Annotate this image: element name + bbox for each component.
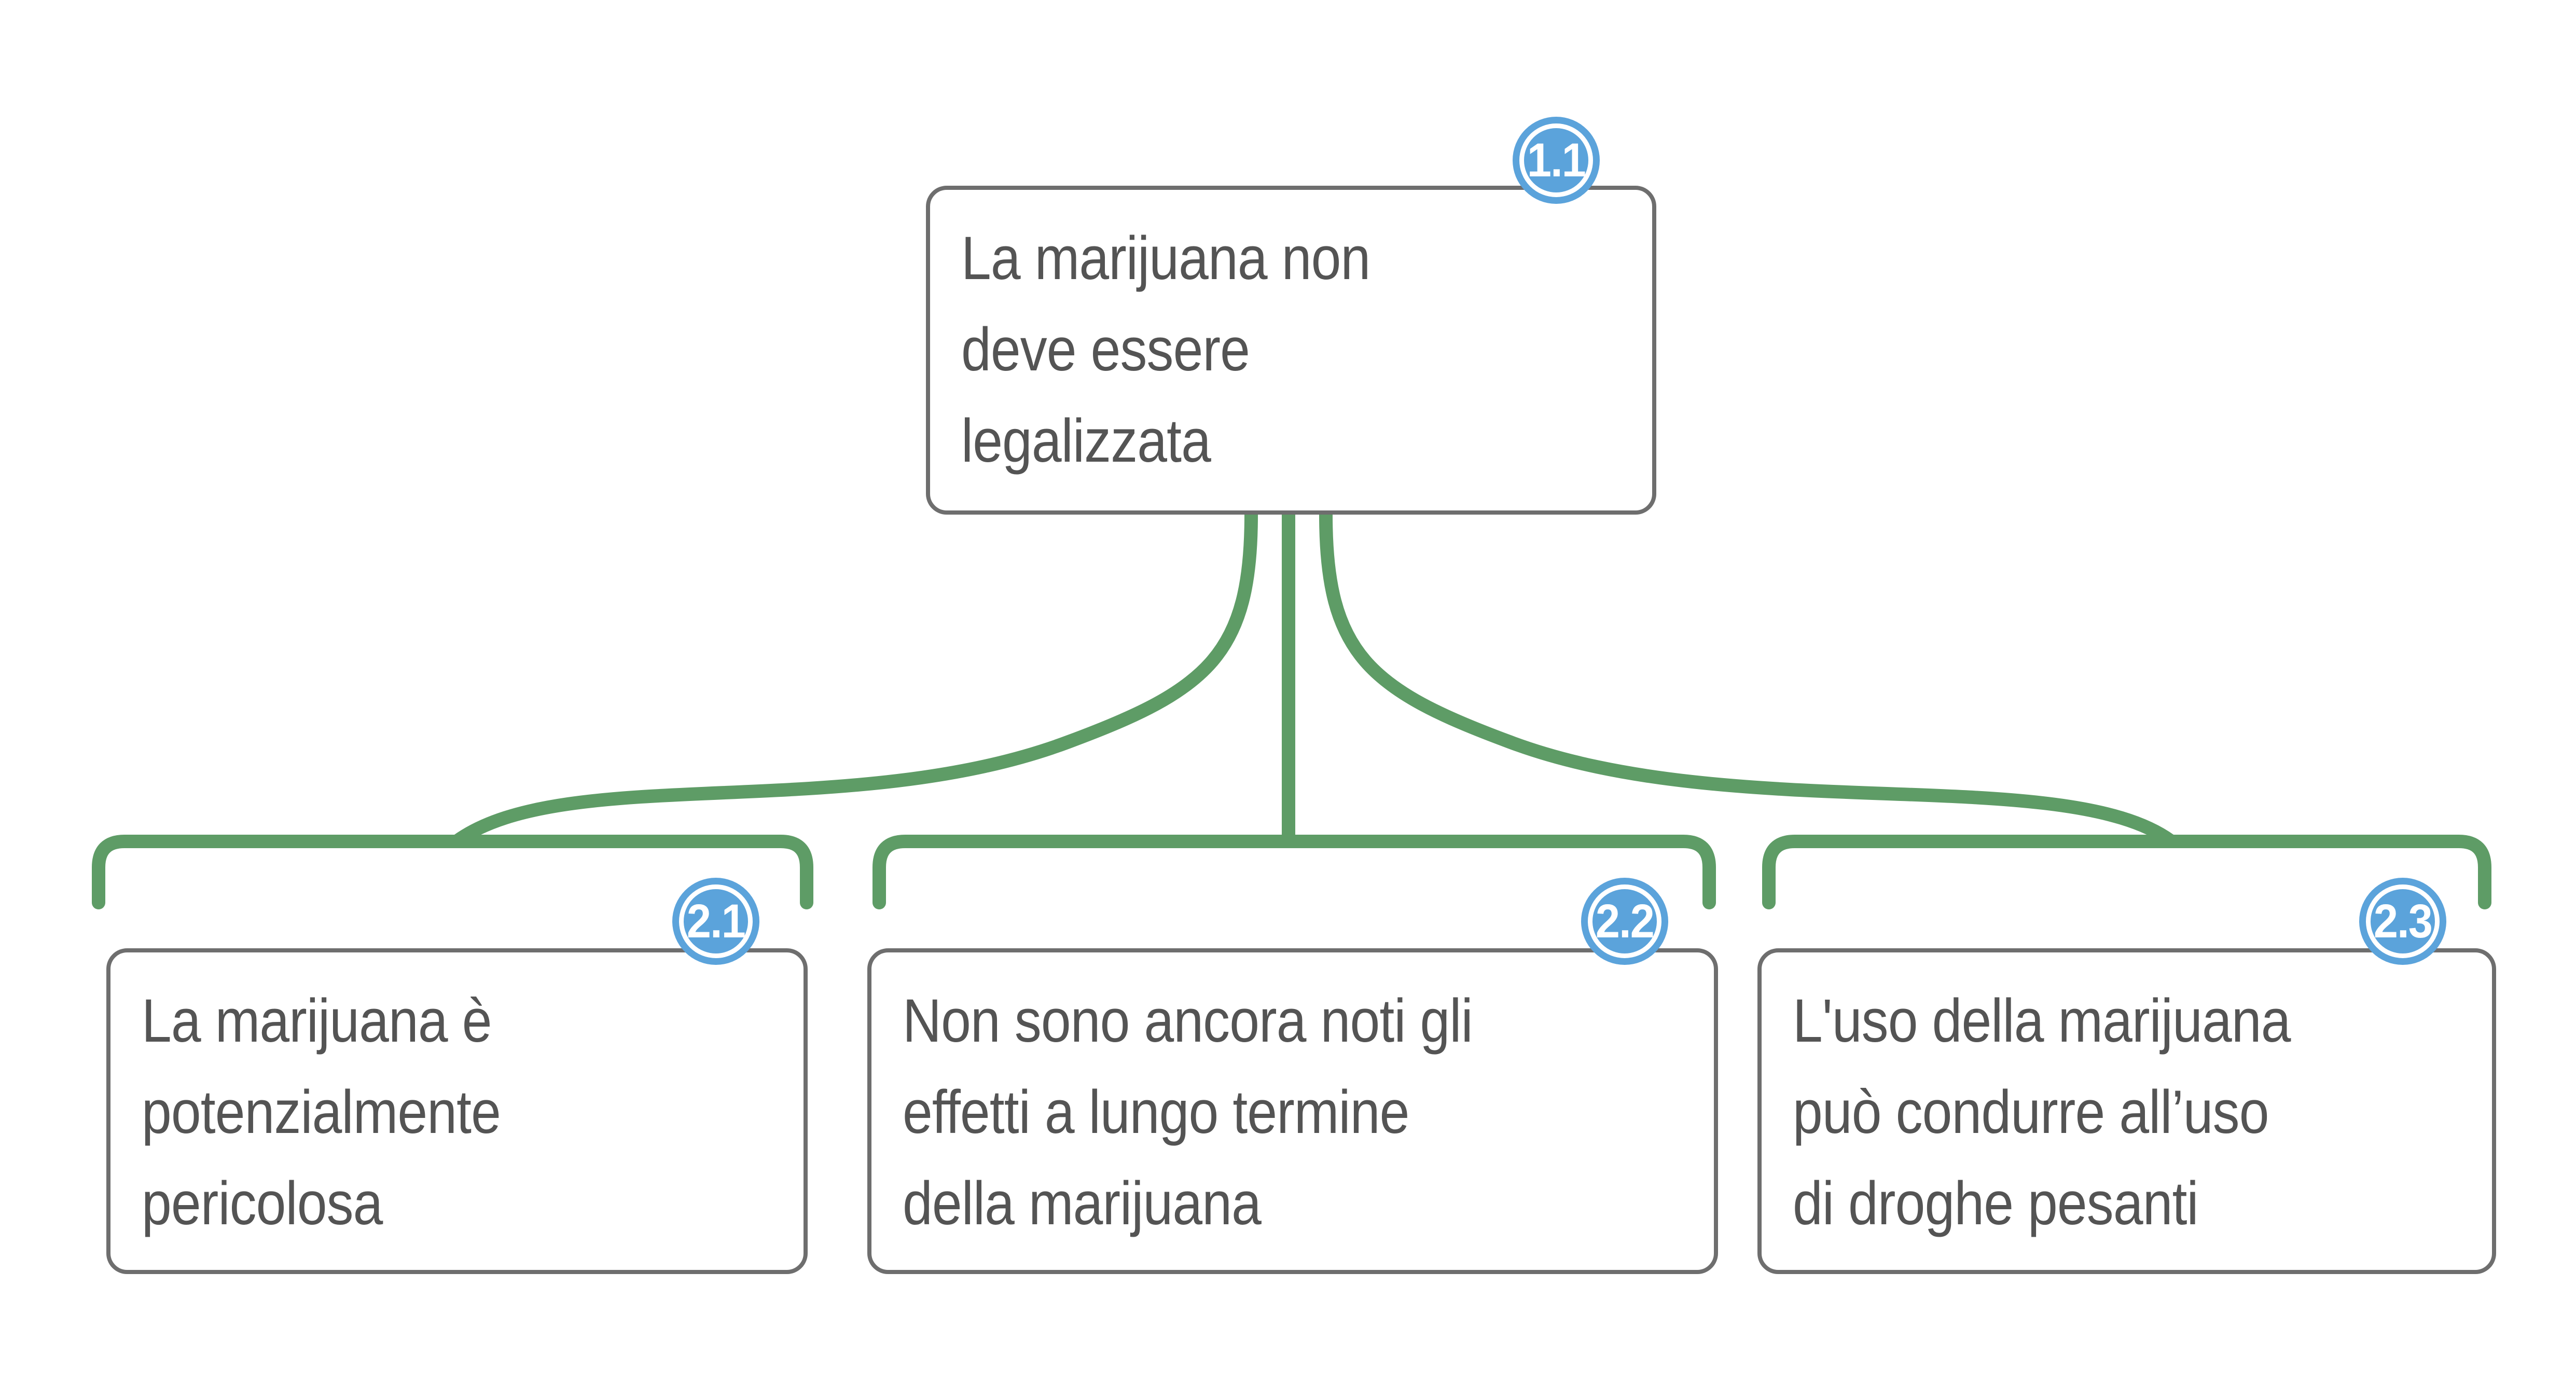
badge-child-3[interactable]: 2.3 — [2359, 878, 2446, 965]
badge-child-3-label: 2.3 — [2373, 895, 2433, 948]
badge-root-label: 1.1 — [1527, 134, 1586, 187]
badge-child-1[interactable]: 2.1 — [672, 878, 759, 965]
node-child-3-text: L'uso della marijuana può condurre all’u… — [1793, 987, 2291, 1238]
badge-child-2-label: 2.2 — [1595, 895, 1655, 948]
node-child-1[interactable]: La marijuana è potenzialmente pericolosa — [106, 948, 808, 1274]
node-child-1-text: La marijuana è potenzialmente pericolosa — [142, 987, 501, 1238]
node-root-text: La marijuana non deve essere legalizzata — [961, 224, 1370, 475]
node-root[interactable]: La marijuana non deve essere legalizzata — [926, 186, 1656, 515]
node-child-2-text: Non sono ancora noti gli effetti a lungo… — [903, 987, 1473, 1238]
badge-child-2[interactable]: 2.2 — [1581, 878, 1668, 965]
node-child-3[interactable]: L'uso della marijuana può condurre all’u… — [1757, 948, 2496, 1274]
connector-root-to-child-3 — [1319, 508, 2178, 848]
connector-root-to-child-1 — [450, 508, 1258, 848]
bracket-child-2 — [872, 835, 1716, 909]
badge-root[interactable]: 1.1 — [1513, 117, 1600, 204]
badge-child-1-label: 2.1 — [686, 895, 746, 948]
node-child-2[interactable]: Non sono ancora noti gli effetti a lungo… — [867, 948, 1718, 1274]
